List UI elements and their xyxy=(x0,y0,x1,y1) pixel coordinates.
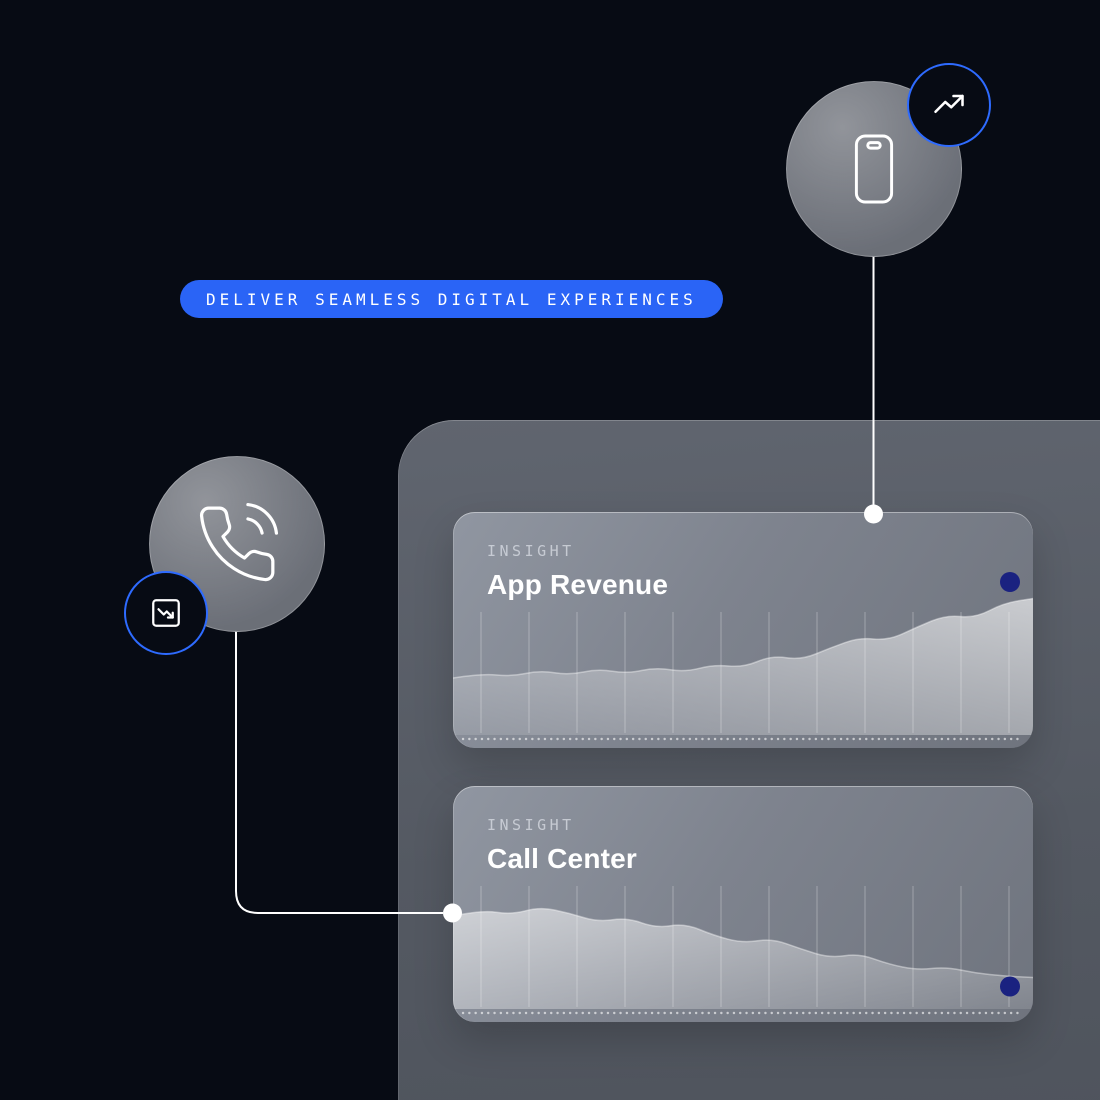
phone-call-icon xyxy=(199,502,279,582)
trend-up-badge xyxy=(907,63,991,147)
card-eyebrow: INSIGHT xyxy=(487,542,575,560)
trend-down-icon xyxy=(152,599,180,627)
trend-down-badge xyxy=(124,571,208,655)
headline-pill: DELIVER SEAMLESS DIGITAL EXPERIENCES xyxy=(180,280,723,318)
card-title: Call Center xyxy=(487,843,638,874)
smartphone-icon xyxy=(854,134,894,204)
insight-card-app-revenue: INSIGHT App Revenue xyxy=(453,512,1033,748)
card-title: App Revenue xyxy=(487,569,669,600)
card-text-block: INSIGHT Call Center xyxy=(453,786,1033,875)
card-text-block: INSIGHT App Revenue xyxy=(453,512,1033,601)
area-chart-call-center xyxy=(453,886,1033,1015)
trend-up-icon xyxy=(934,94,964,114)
insight-card-call-center: INSIGHT Call Center xyxy=(453,786,1033,1022)
card-eyebrow: INSIGHT xyxy=(487,816,575,834)
area-chart-app-revenue xyxy=(453,572,1033,741)
